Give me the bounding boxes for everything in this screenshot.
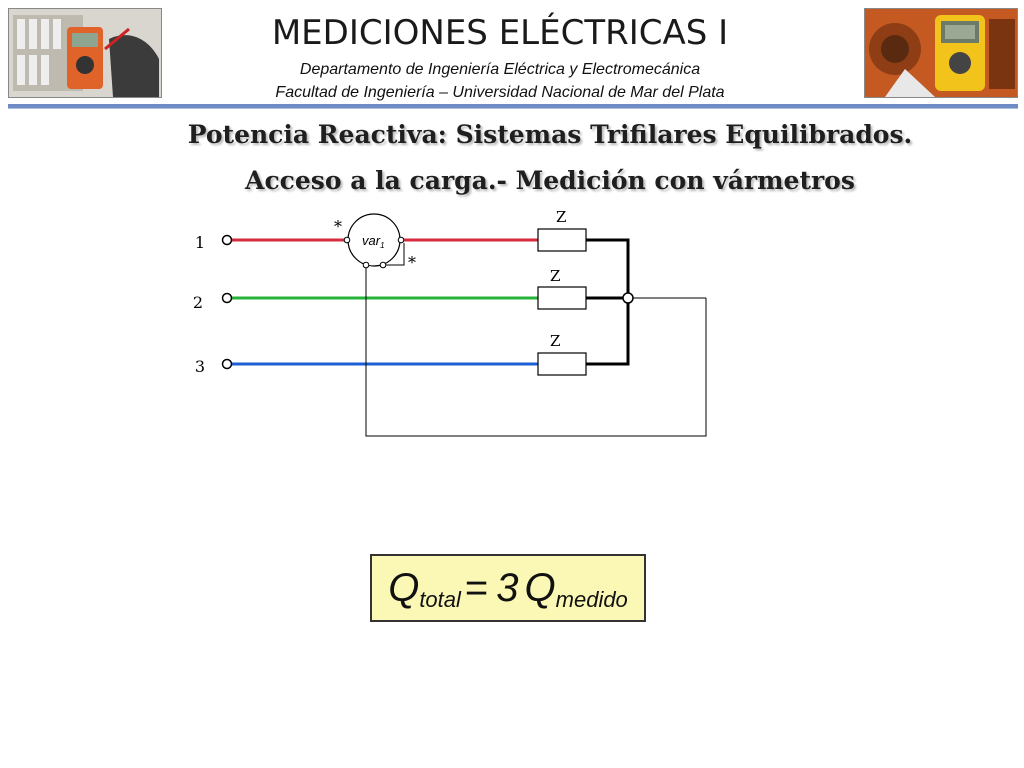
star-connection bbox=[586, 238, 630, 366]
impedance-label-2: Z bbox=[550, 267, 560, 285]
faculty-subtitle: Facultad de Ingeniería – Universidad Nac… bbox=[275, 84, 725, 101]
polarity-mark-current: * bbox=[334, 217, 342, 236]
multimeter-photo-right bbox=[864, 8, 1018, 98]
neutral-point bbox=[622, 292, 634, 304]
terminal-1 bbox=[221, 234, 233, 246]
formula-rhs-subscript: medido bbox=[555, 587, 628, 612]
slide-heading-line-2: Acceso a la carga.- Medición con vármetr… bbox=[245, 166, 855, 195]
slide-heading-line-1: Potencia Reactiva: Sistemas Trifilares E… bbox=[187, 120, 913, 149]
terminal-3 bbox=[221, 358, 233, 370]
multimeter-photo-left bbox=[8, 8, 162, 98]
varmeter-voltage-terminal-a bbox=[362, 261, 370, 269]
varmeter-terminal-out bbox=[397, 236, 405, 244]
terminal-2 bbox=[221, 292, 233, 304]
course-title: MEDICIONES ELÉCTRICAS I bbox=[271, 13, 729, 53]
formula-equals: = bbox=[464, 565, 489, 610]
varmeter-label: var1 bbox=[362, 233, 385, 250]
voltage-coil-return bbox=[365, 265, 707, 437]
impedance-2 bbox=[537, 286, 587, 310]
varmeter-terminal-in bbox=[343, 236, 351, 244]
line-label-1: 1 bbox=[195, 233, 205, 252]
polarity-mark-voltage: * bbox=[408, 253, 416, 272]
department-subtitle: Departamento de Ingeniería Eléctrica y E… bbox=[299, 61, 701, 78]
impedance-label-3: Z bbox=[550, 332, 560, 350]
impedance-label-1: Z bbox=[556, 208, 566, 226]
varmeter-voltage-terminal-b bbox=[379, 261, 387, 269]
line-label-2: 2 bbox=[193, 293, 203, 312]
header-divider bbox=[8, 104, 1018, 109]
impedance-3 bbox=[537, 352, 587, 376]
formula-lhs-subscript: total bbox=[419, 587, 461, 612]
formula-rhs-symbol: Q bbox=[524, 565, 556, 610]
impedance-1 bbox=[537, 228, 587, 252]
line-label-3: 3 bbox=[195, 357, 205, 376]
varmeter-jumper bbox=[386, 243, 405, 266]
formula-coefficient: 3 bbox=[496, 565, 519, 610]
formula-lhs-symbol: Q bbox=[388, 565, 420, 610]
